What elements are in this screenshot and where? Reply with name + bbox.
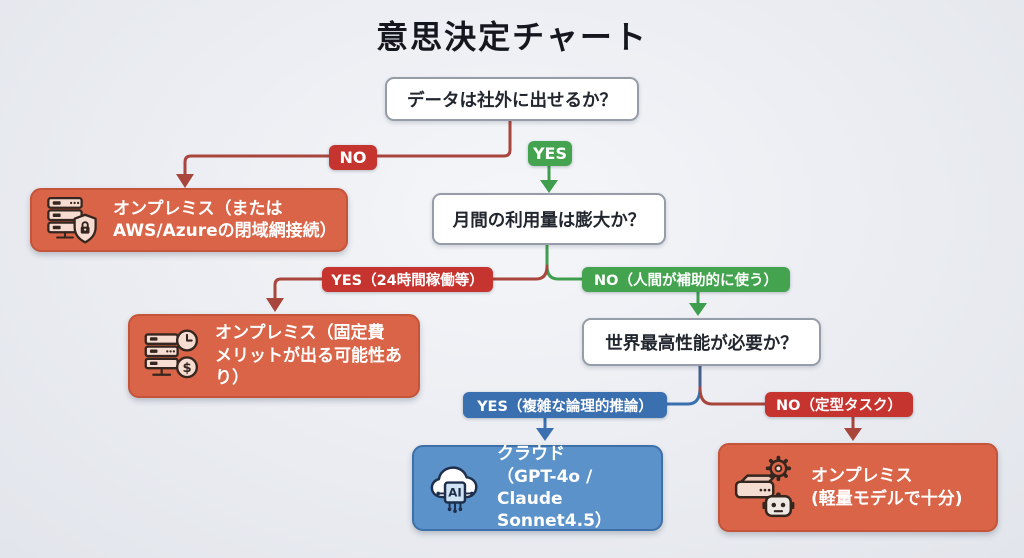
outcome-text: オンプレミス（または AWS/Azureの閉域網接続）: [113, 198, 337, 241]
question-top-performance: 世界最高性能が必要か？: [582, 318, 821, 366]
question-monthly-volume: 月間の利用量は膨大か？: [432, 193, 666, 245]
outcome-cloud: AI クラウド （GPT-4o / Claude Sonnet4.5）: [412, 444, 663, 532]
connector-q2-yes: [266, 264, 549, 312]
branch-label-yes2: YES（24時間稼働等）: [322, 267, 493, 292]
outcome-onprem-lightweight: オンプレミス (軽量モデルで十分): [718, 443, 998, 532]
branch-label-no1: NO: [329, 145, 377, 170]
cloud-ai-icon: AI: [426, 459, 484, 517]
page-title: 意思決定チャート: [376, 18, 648, 56]
server-clock-dollar-icon: $: [142, 326, 202, 386]
question-text: 世界最高性能が必要か？: [605, 333, 798, 354]
outcome-text: オンプレミス (軽量モデルで十分): [811, 466, 963, 509]
connector-q3-no: [698, 386, 862, 441]
svg-text:AI: AI: [448, 486, 461, 500]
outcome-onprem-closed-network: オンプレミス（または AWS/Azureの閉域網接続）: [30, 188, 348, 252]
connector-q1-yes: [540, 163, 558, 193]
branch-label-yes1: YES: [528, 141, 572, 166]
outcome-text: クラウド （GPT-4o / Claude Sonnet4.5）: [497, 444, 612, 532]
question-text: データは社外に出せるか？: [407, 90, 617, 111]
server-shield-icon: [44, 192, 100, 248]
branch-label-no3: NO（定型タスク）: [765, 392, 913, 417]
branch-label-yes3: YES（複雑な論理的推論）: [463, 392, 667, 418]
question-text: 月間の利用量は膨大か？: [452, 210, 646, 231]
connector-no2-q3: [689, 290, 707, 316]
question-data-outside: データは社外に出せるか？: [385, 77, 639, 121]
connector-q2-stem: [545, 239, 584, 281]
branch-label-no2: NO（人間が補助的に使う）: [582, 267, 790, 292]
svg-text:$: $: [182, 361, 191, 376]
device-gear-robot-icon: [732, 455, 798, 521]
outcome-text: オンプレミス（固定費 メリットが出る可能性あ り）: [215, 323, 402, 389]
outcome-onprem-fixed-cost: $ オンプレミス（固定費 メリットが出る可能性あ り）: [128, 314, 420, 398]
